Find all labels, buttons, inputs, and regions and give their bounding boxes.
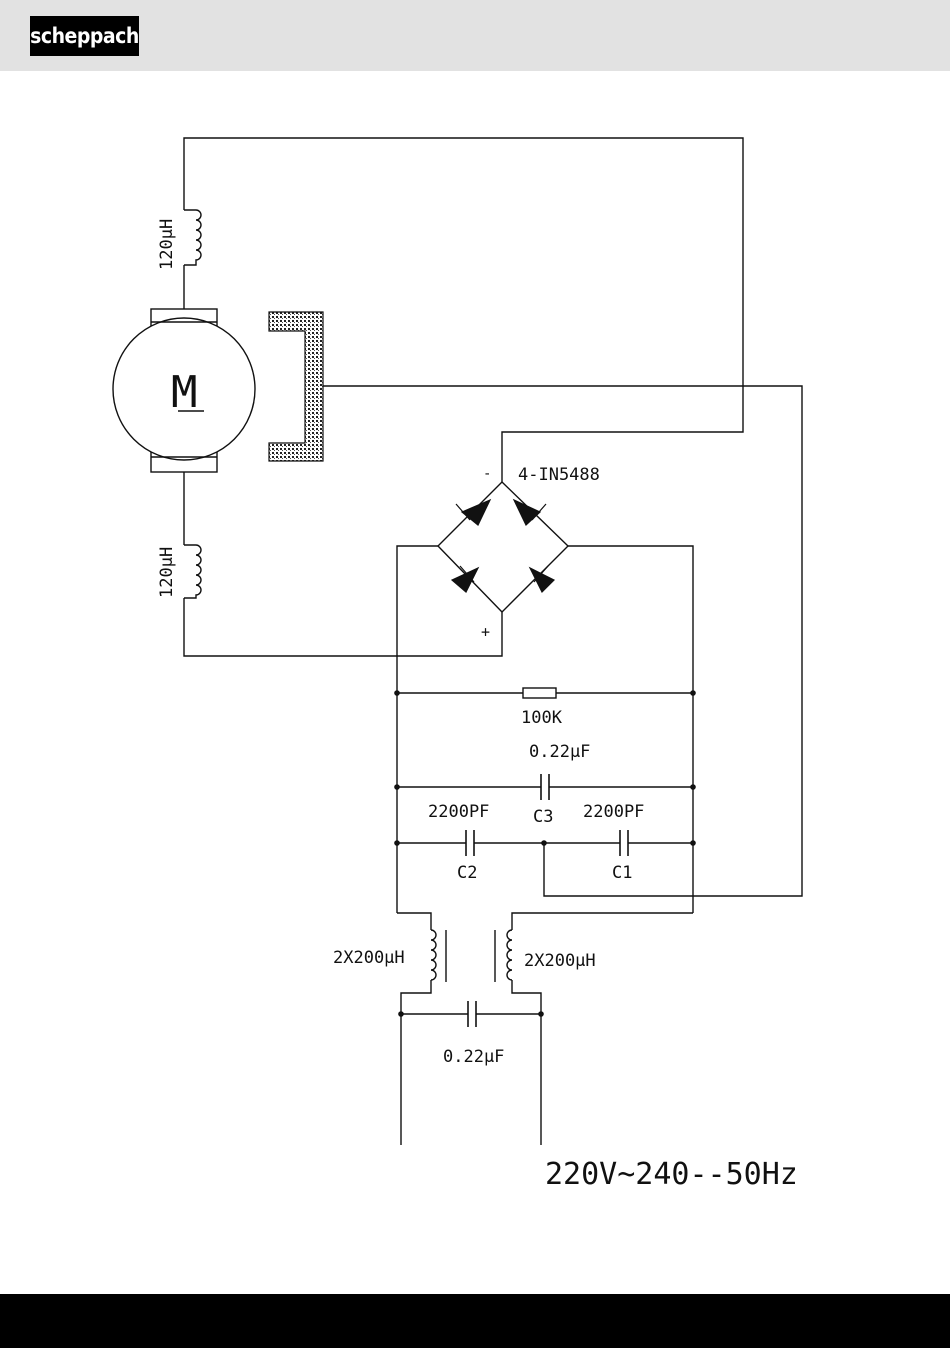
label-choke-right: 2X200µH <box>524 951 596 971</box>
label-c3-value: 0.22µF <box>529 742 590 762</box>
wires <box>184 138 802 1145</box>
label-minus: - <box>483 466 491 482</box>
label-diode-bridge: 4-IN5488 <box>518 465 600 485</box>
choke-right <box>495 930 512 982</box>
label-c1-value: 2200PF <box>583 802 644 822</box>
wire-bridge-right-rail <box>568 546 693 913</box>
wire-bottom-to-bridge-plus <box>184 598 502 656</box>
choke-left <box>431 930 446 982</box>
wire-bridge-left-rail <box>397 546 438 913</box>
label-inductor-bottom: 120µH <box>157 547 177 598</box>
label-c3-name: C3 <box>533 807 553 827</box>
label-supply: 220V~240--50Hz <box>545 1157 798 1192</box>
diodes <box>452 500 554 592</box>
label-choke-left: 2X200µH <box>333 948 405 968</box>
label-plus: + <box>481 623 490 641</box>
inductor-bottom <box>184 545 201 598</box>
footer-bar <box>0 1294 950 1348</box>
diode-bridge <box>438 482 568 612</box>
label-input-cap: 0.22µF <box>443 1047 504 1067</box>
stator-block <box>269 312 323 461</box>
label-c2-name: C2 <box>457 863 477 883</box>
label-inductor-top: 120µH <box>157 219 177 270</box>
wire-top-loop <box>184 138 743 482</box>
label-c2-value: 2200PF <box>428 802 489 822</box>
wire-brush-to-c1 <box>323 386 802 896</box>
inductor-top <box>184 210 201 265</box>
label-c1-name: C1 <box>612 863 632 883</box>
label-resistor: 100K <box>521 708 563 728</box>
resistor-100k <box>523 688 556 698</box>
